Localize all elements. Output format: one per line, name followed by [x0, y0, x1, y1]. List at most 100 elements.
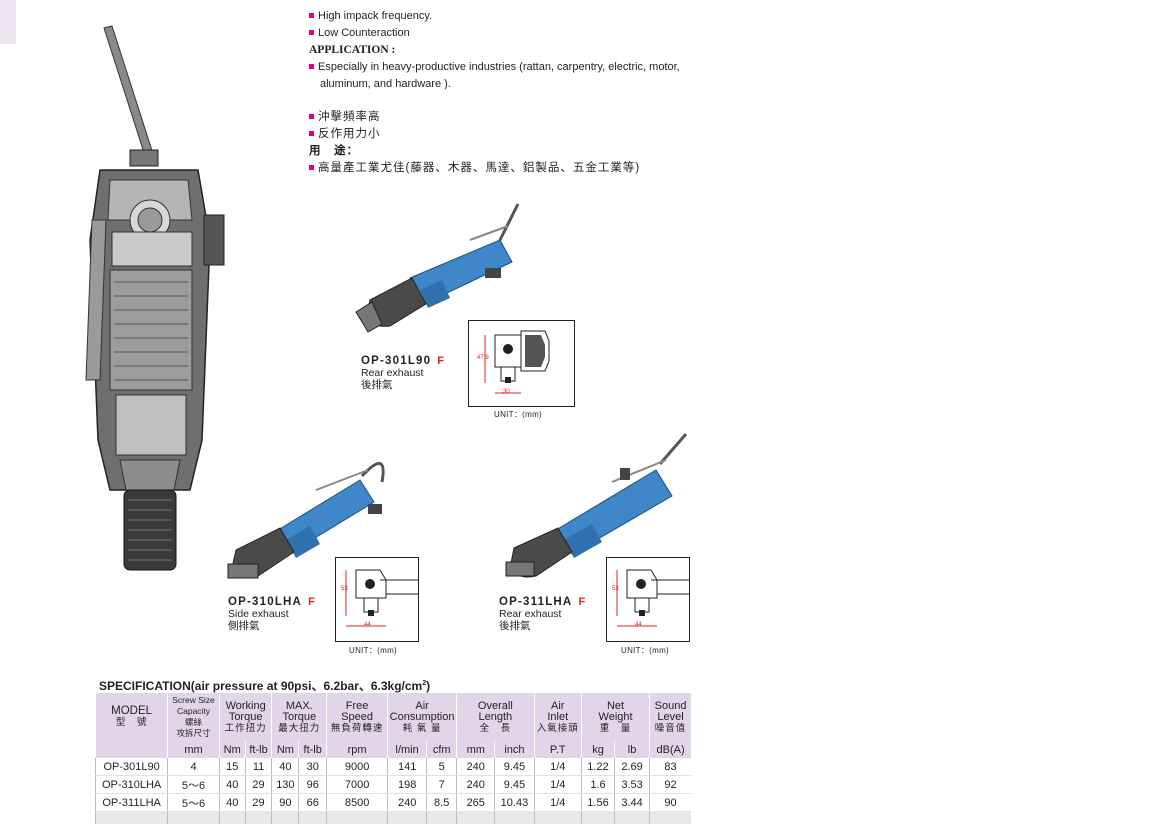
cell: 240	[387, 793, 427, 812]
op-311lha-tool-image	[505, 433, 688, 578]
cell: 83	[649, 758, 691, 776]
cell-model: OP-301L90	[94, 758, 168, 776]
table-units-row: mm Nm ft-lb Nm ft-lb rpm l/min cfm mm in…	[94, 741, 691, 758]
unit-label: UNIT：(mm)	[349, 646, 398, 655]
unit-label: UNIT：(mm)	[494, 410, 543, 419]
exhaust-cn: 後排氣	[499, 620, 531, 632]
unit-cell: kg	[580, 741, 615, 758]
cell: 8500	[326, 793, 388, 812]
cell: 29	[244, 793, 272, 812]
model-name: OP-310LHA	[228, 596, 303, 608]
model-name: OP-301L90	[361, 355, 432, 367]
cell: 130	[271, 775, 299, 794]
cell: 5～6	[167, 775, 220, 794]
unit-cell: mm	[456, 741, 495, 758]
unit-cell: mm	[167, 741, 220, 758]
cell: 29	[244, 775, 272, 794]
cell: 92	[649, 775, 691, 794]
unit-cell: ft-lb	[298, 741, 327, 758]
exhaust-cn: 後排氣	[361, 379, 393, 391]
page-tab-marker	[0, 0, 16, 44]
application-heading: APPLICATION :	[309, 44, 396, 56]
dimension-width: 30	[503, 389, 510, 395]
unit-cell: dB(A)	[649, 741, 691, 758]
unit-cell: l/min	[387, 741, 427, 758]
op-301l90-tool-image	[355, 203, 520, 333]
cell: 9.45	[494, 758, 535, 776]
cell: 9000	[326, 758, 388, 776]
application-text-cn: 高量產工業尤佳(藤器、木器、馬達、鋁製品、五金工業等)	[309, 160, 689, 177]
cell: 7	[426, 775, 457, 794]
cell: 30	[298, 758, 327, 776]
cell: 1.56	[580, 793, 615, 812]
specification-title: SPECIFICATION(air pressure at 90psi、6.2b…	[99, 679, 431, 693]
bullet-square-icon	[309, 165, 314, 170]
cell: 8.5	[426, 793, 457, 812]
cell: 1.6	[580, 775, 615, 794]
cell: 90	[271, 793, 299, 812]
cell: 15	[218, 758, 246, 776]
cell: 265	[456, 793, 495, 812]
cell-model: OP-311LHA	[94, 793, 168, 812]
dimension-height: 53	[612, 586, 619, 592]
cell: 11	[244, 758, 272, 776]
exhaust-cn: 側排氣	[228, 620, 260, 632]
model-variant: F	[578, 596, 586, 608]
model-variant: F	[308, 596, 315, 608]
cell: 10.43	[494, 793, 535, 812]
unit-cell: rpm	[326, 741, 388, 758]
exhaust-en: Rear exhaust	[499, 608, 562, 620]
cell: 1.22	[580, 758, 615, 776]
cell: 141	[387, 758, 427, 776]
unit-cell: P.T	[533, 741, 582, 758]
cell: 96	[298, 775, 327, 794]
feature-item-cn: 沖擊頻率高	[309, 109, 689, 126]
dimension-drawing	[616, 569, 689, 627]
dimension-drawing	[345, 569, 418, 627]
table-row-empty	[94, 811, 691, 824]
unit-label: UNIT：(mm)	[621, 646, 670, 655]
cell: 3.44	[614, 793, 650, 812]
dimension-drawing	[484, 330, 550, 394]
features-block: High impack frequency. Low Counteraction…	[309, 8, 689, 177]
bullet-square-icon	[309, 30, 314, 35]
cell: 1/4	[533, 775, 582, 794]
dimension-width: 44	[364, 622, 371, 628]
cell: 40	[271, 758, 299, 776]
unit-cell: Nm	[218, 741, 246, 758]
cutaway-tool-image	[85, 25, 225, 571]
op-311lha-dimension-diagram: 53 44	[606, 557, 690, 642]
op-301l90-dimension-diagram: 47.9 30	[468, 320, 575, 407]
cell: 40	[218, 775, 246, 794]
feature-item: High impack frequency.	[309, 8, 689, 25]
cell-model: OP-310LHA	[94, 775, 168, 794]
cell: 2.69	[614, 758, 650, 776]
cell: 240	[456, 775, 495, 794]
unit-cell: inch	[494, 741, 535, 758]
exhaust-en: Rear exhaust	[361, 367, 424, 379]
cell: 40	[218, 793, 246, 812]
unit-cell: Nm	[271, 741, 299, 758]
application-text-continued: aluminum, and hardware ).	[320, 78, 451, 90]
dimension-height: 53	[341, 586, 348, 592]
op-310lha-tool-image	[227, 462, 385, 579]
model-variant: F	[437, 355, 444, 367]
unit-cell: ft-lb	[244, 741, 272, 758]
op-301l90-label: OP-301L90 F Rear exhaust 後排氣	[361, 355, 444, 391]
dimension-width: 44	[635, 622, 642, 628]
cell: 9.45	[494, 775, 535, 794]
application-text: Especially in heavy-productive industrie…	[309, 59, 689, 76]
cell: 7000	[326, 775, 388, 794]
feature-item: Low Counteraction	[309, 25, 689, 42]
dimension-height: 47.9	[477, 355, 489, 361]
unit-cell: cfm	[426, 741, 457, 758]
